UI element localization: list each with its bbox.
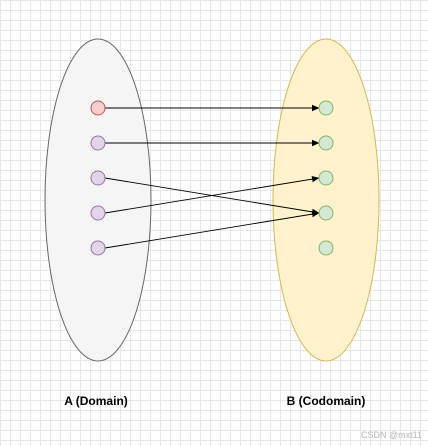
codomain-elements: [318, 100, 334, 256]
codomain-element-2: [318, 135, 334, 151]
mapping-arrow-4-to-3: [104, 175, 320, 214]
mapping-arrows: [104, 104, 320, 249]
codomain-element-3: [318, 170, 334, 186]
domain-element-1: [90, 100, 106, 116]
codomain-set-ellipse: [272, 38, 380, 362]
domain-set-ellipse: [44, 38, 152, 362]
codomain-element-5: [318, 240, 334, 256]
domain-element-3: [90, 170, 106, 186]
codomain-label: B (Codomain): [286, 394, 366, 408]
codomain-element-1: [318, 100, 334, 116]
codomain-element-4: [318, 205, 334, 221]
domain-element-4: [90, 205, 106, 221]
watermark: CSDN @mxt11: [361, 430, 422, 440]
domain-label: A (Domain): [64, 394, 128, 408]
domain-elements: [90, 100, 106, 256]
domain-element-5: [90, 240, 106, 256]
domain-element-2: [90, 135, 106, 151]
mapping-arrow-5-to-4: [104, 210, 320, 249]
